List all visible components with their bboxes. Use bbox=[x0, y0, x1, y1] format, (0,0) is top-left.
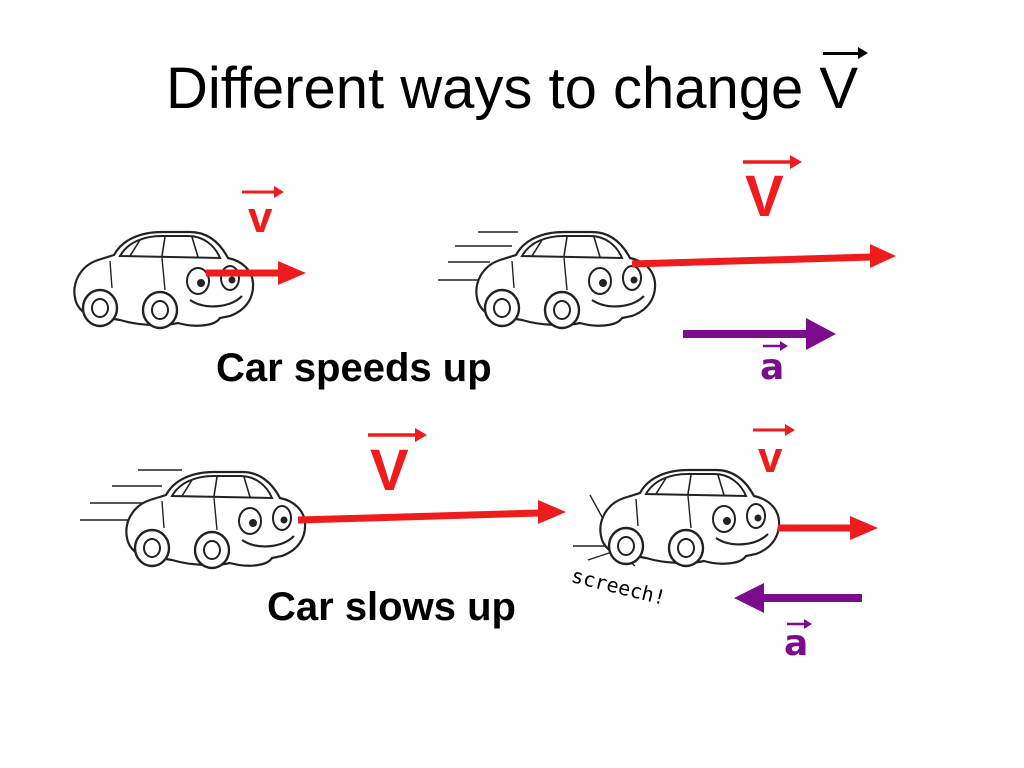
title-vector-symbol: V bbox=[819, 47, 868, 121]
acceleration-label-top: a bbox=[760, 347, 785, 388]
vector-overline-a-bottom bbox=[787, 619, 812, 629]
acceleration-label-bottom: a bbox=[784, 623, 809, 664]
velocity-label-top-small: v bbox=[248, 193, 273, 242]
velocity-arrow-small-bottom bbox=[778, 516, 878, 540]
title-text: Different ways to change bbox=[165, 56, 804, 121]
page-title: Different ways to change V bbox=[0, 47, 1024, 121]
velocity-label-top-large: V bbox=[745, 164, 784, 229]
vector-overline-v-top-small bbox=[242, 186, 284, 198]
velocity-arrow-large-top bbox=[631, 244, 896, 268]
vector-overline-v-top-large bbox=[743, 155, 802, 169]
caption-speeds-up: Car speeds up bbox=[216, 346, 492, 390]
vector-overline-a-top bbox=[763, 341, 788, 351]
vector-overline-v-bottom-small bbox=[753, 424, 795, 436]
caption-slows-up: Car slows up bbox=[267, 585, 516, 629]
velocity-label-bottom-large: V bbox=[370, 438, 409, 503]
acceleration-arrow-forward bbox=[683, 318, 836, 350]
velocity-arrow-large-bottom bbox=[297, 500, 566, 524]
velocity-label-bottom-small: v bbox=[758, 433, 783, 482]
car-slows-up-end bbox=[599, 468, 781, 568]
acceleration-arrow-backward bbox=[734, 583, 862, 613]
vector-overline-v-bottom-large bbox=[368, 428, 427, 442]
motion-lines-top bbox=[438, 231, 518, 281]
car-speeds-up-start bbox=[73, 230, 255, 330]
velocity-arrow-small-top bbox=[206, 261, 306, 285]
